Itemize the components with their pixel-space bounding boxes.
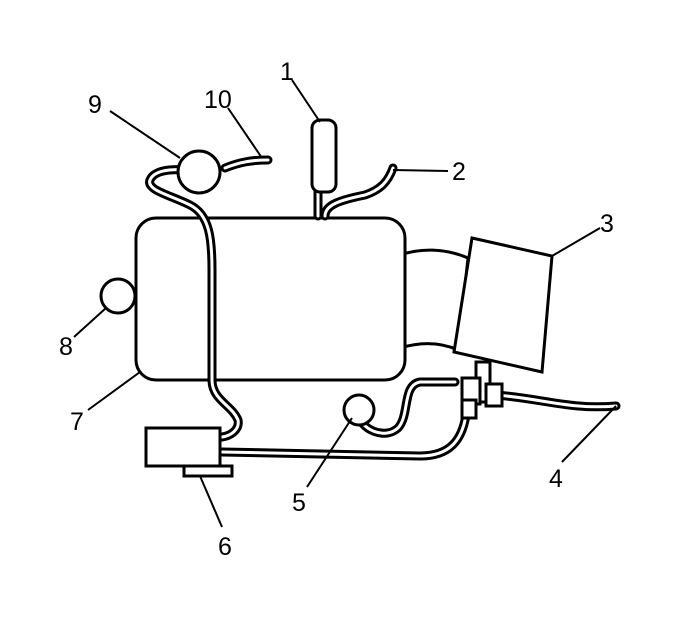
callout-10: 10 [204,86,232,114]
leader-4 [561,405,617,463]
callout-3: 3 [600,210,614,238]
hose-10 [220,155,273,173]
module-6 [144,426,222,468]
leader-5 [306,417,353,488]
connector-1 [310,118,338,194]
callout-9: 9 [88,91,102,119]
line-6-to-junction [217,410,471,461]
leader-1 [291,79,321,123]
leader-lines [73,79,617,528]
leader-2 [392,169,449,172]
callout-1: 1 [280,58,294,86]
callout-2: 2 [452,158,466,186]
hose-9-to-6 [145,165,243,442]
main-body [134,216,407,382]
canister-fittings [460,360,504,420]
callout-6: 6 [218,533,232,561]
leader-6 [199,475,223,528]
callout-4: 4 [549,465,563,493]
hose-4 [490,390,621,412]
callout-7: 7 [70,408,84,436]
callout-8: 8 [59,333,73,361]
leader-3 [551,227,601,257]
leader-10 [227,107,263,159]
canister [452,236,554,374]
port-8 [99,277,137,315]
component-9 [176,149,222,195]
hose-2 [320,163,398,221]
leader-9 [109,110,181,159]
hose-5 [352,377,460,438]
callout-5: 5 [292,489,306,517]
leader-8 [73,307,107,338]
port-5 [342,393,376,427]
module-6-tab [182,464,234,478]
leader-7 [87,371,141,411]
